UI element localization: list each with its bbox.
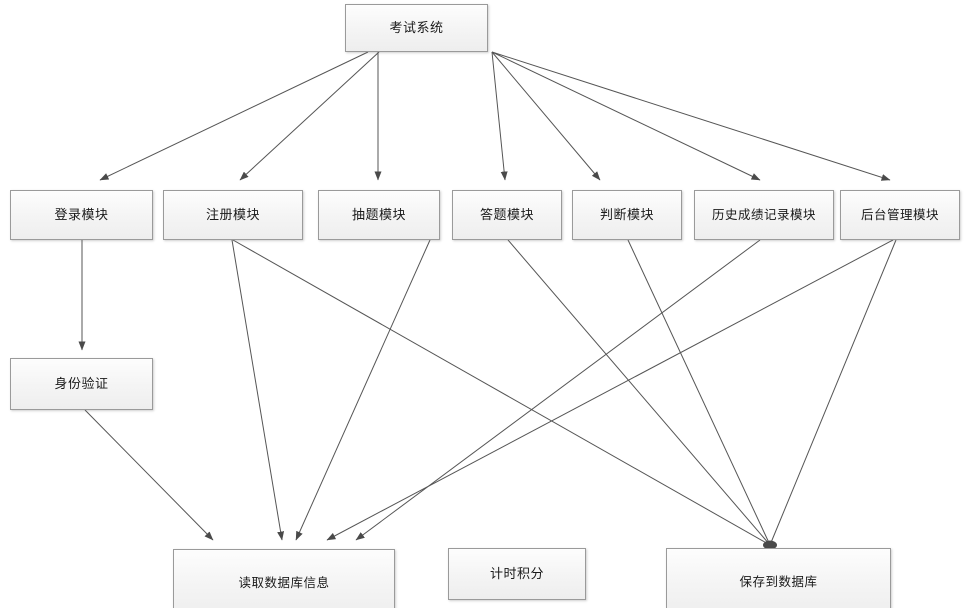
node-label-draw: 抽题模块 [351, 207, 406, 223]
node-admin[interactable]: 后台管理模块 [840, 190, 960, 240]
node-history[interactable]: 历史成绩记录模块 [694, 190, 834, 240]
edge-admin-to-savedb [769, 239, 897, 546]
edge-judge-to-savedb [627, 239, 771, 546]
edge-register-to-readdb [231, 239, 285, 541]
node-label-readdb: 读取数据库信息 [238, 574, 330, 590]
node-judge[interactable]: 判断模块 [572, 190, 682, 240]
node-timer[interactable]: 计时积分 [448, 548, 586, 600]
node-label-history: 历史成绩记录模块 [711, 206, 816, 222]
edge-draw-to-readdb [295, 239, 431, 541]
node-draw[interactable]: 抽题模块 [318, 190, 440, 240]
edge-junction-savedb [763, 540, 777, 550]
node-auth[interactable]: 身份验证 [10, 358, 153, 410]
edge-root-to-judge [491, 51, 601, 181]
node-login[interactable]: 登录模块 [10, 190, 153, 240]
edge-admin-to-readdb [326, 239, 894, 541]
node-label-admin: 后台管理模块 [860, 206, 939, 222]
node-label-register: 注册模块 [205, 207, 260, 223]
node-answer[interactable]: 答题模块 [452, 190, 562, 240]
node-readdb[interactable]: 读取数据库信息 [173, 549, 395, 608]
edge-root-to-answer [491, 51, 508, 181]
node-label-login: 登录模块 [54, 207, 109, 223]
node-label-timer: 计时积分 [489, 566, 544, 582]
edge-root-to-login [99, 51, 369, 181]
node-label-judge: 判断模块 [599, 207, 654, 223]
node-label-answer: 答题模块 [479, 207, 534, 223]
edge-root-to-register [239, 51, 380, 181]
edge-root-to-history [491, 51, 761, 181]
node-root[interactable]: 考试系统 [345, 4, 488, 52]
node-register[interactable]: 注册模块 [163, 190, 303, 240]
edge-auth-to-readdb [84, 409, 214, 541]
edge-answer-to-savedb [507, 239, 771, 546]
node-label-savedb: 保存到数据库 [739, 573, 818, 589]
edge-history-to-readdb [355, 239, 761, 541]
edge-group [78, 51, 897, 550]
edge-root-to-admin [491, 51, 891, 181]
node-savedb[interactable]: 保存到数据库 [666, 548, 891, 608]
edge-register-to-savedb [232, 239, 771, 546]
node-label-root: 考试系统 [389, 20, 444, 36]
node-label-auth: 身份验证 [54, 376, 109, 392]
